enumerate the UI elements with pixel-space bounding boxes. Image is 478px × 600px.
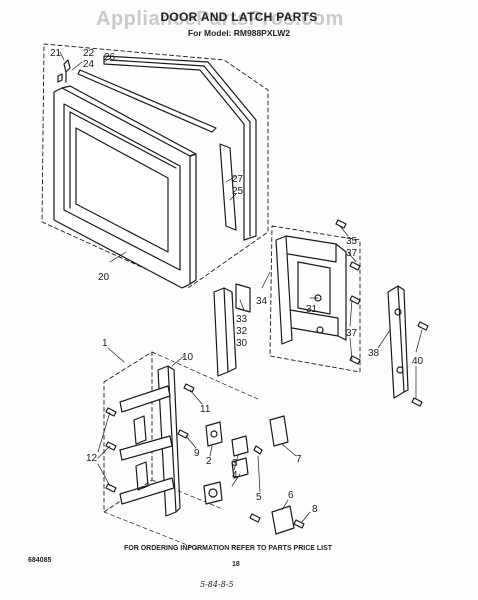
mechanism-screws bbox=[105, 383, 195, 493]
callout-label: 21 bbox=[50, 48, 62, 59]
callout-label: 35 bbox=[346, 236, 358, 247]
door-assembly-enclosure bbox=[41, 43, 269, 289]
callout-label: 38 bbox=[368, 348, 380, 359]
callout-label: 40 bbox=[412, 356, 424, 367]
callout-label: 12 bbox=[86, 453, 98, 464]
callout-label: 2 bbox=[206, 456, 212, 467]
door-choke-strip bbox=[103, 55, 257, 241]
callout-label: 4 bbox=[232, 470, 238, 481]
latch-mechanism-frame bbox=[119, 365, 181, 517]
side-gasket bbox=[219, 143, 237, 231]
leader-lines bbox=[59, 51, 423, 523]
callout-label: 22 bbox=[83, 48, 95, 59]
callout-labels: 21 22 24 26 27 25 20 35 37 34 31 33 32 3… bbox=[50, 48, 424, 515]
latch-assembly-enclosure bbox=[269, 225, 361, 373]
watermark: AppliancePartsPros.com bbox=[96, 8, 344, 30]
callout-label: 7 bbox=[296, 454, 302, 465]
interlock-bracket bbox=[387, 285, 409, 399]
callout-label: 20 bbox=[98, 272, 110, 283]
callout-label: 9 bbox=[194, 448, 200, 459]
callout-label: 6 bbox=[288, 490, 294, 501]
latch-switch-bracket bbox=[249, 415, 305, 535]
callout-label: 25 bbox=[232, 186, 244, 197]
frame-screws bbox=[335, 219, 429, 407]
latch-frame bbox=[275, 235, 347, 345]
callout-label: 30 bbox=[236, 338, 248, 349]
callout-label: 1 bbox=[102, 338, 108, 349]
callout-label: 11 bbox=[200, 404, 211, 415]
callout-label: 10 bbox=[182, 352, 194, 363]
ordering-note: FOR ORDERING INFORMATION REFER TO PARTS … bbox=[124, 545, 333, 552]
callout-label: 33 bbox=[236, 314, 248, 325]
callout-label: 31 bbox=[306, 304, 318, 315]
callout-label: 32 bbox=[236, 326, 248, 337]
callout-label: 3 bbox=[232, 458, 238, 469]
document-code: 684085 bbox=[28, 557, 52, 564]
handwritten-note: 5-84-8-5 bbox=[200, 580, 234, 589]
callout-label: 24 bbox=[83, 59, 95, 70]
callout-label: 8 bbox=[312, 504, 318, 515]
latch-hook bbox=[213, 283, 251, 377]
callout-label: 37 bbox=[346, 248, 358, 259]
callout-label: 27 bbox=[232, 174, 244, 185]
callout-label: 34 bbox=[256, 296, 268, 307]
callout-label: 5 bbox=[256, 492, 262, 503]
top-screws bbox=[57, 59, 71, 83]
model-line: For Model: RM988PXLW2 bbox=[187, 28, 290, 38]
door-panel bbox=[53, 85, 197, 289]
diagram-title: DOOR AND LATCH PARTS bbox=[160, 10, 318, 24]
hinge-strip bbox=[77, 69, 217, 133]
callout-label: 26 bbox=[104, 52, 116, 63]
callout-label: 37 bbox=[346, 328, 358, 339]
page-number: 18 bbox=[232, 561, 240, 568]
